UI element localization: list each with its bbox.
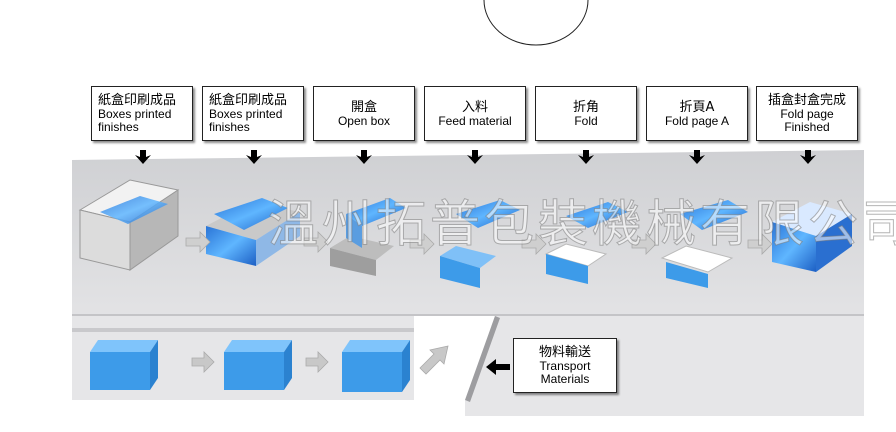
lower-arrow-1 [191,351,215,373]
down-arrow-7 [800,150,816,164]
transport-materials-label: 物料輸送 Transport Materials [513,338,617,393]
flow-arrow-2 [303,231,329,253]
step-7-zh: 插盒封盒完成 [767,93,846,108]
step-4-zh: 入料 [461,99,488,115]
step-label-4: 入料 Feed material [424,86,526,141]
lower-belt-bottom-edge [72,400,465,410]
down-arrow-4 [467,150,483,164]
step-3-zh: 開盒 [350,99,377,115]
flow-arrow-5 [631,233,657,255]
lower-arrow-2 [305,351,329,373]
stage-5-fold [544,202,628,284]
step-2-en1: Boxes printed [209,107,283,121]
material-block-2 [224,340,292,390]
lower-arrow-3 [419,345,449,375]
step-5-en1: Fold [574,113,598,128]
step-6-zh: 折頁A [679,99,715,115]
down-arrow-5 [578,150,594,164]
step-down-arrows [135,150,816,164]
stage-4-feed-material [440,200,520,288]
stage-2-printed-box [206,198,300,266]
stage-6-fold-page-a [660,200,748,288]
stage-1-box-stack [78,179,180,271]
flow-arrow-1 [185,231,211,253]
step-label-5: 折角 Fold [535,86,637,141]
flow-arrow-6 [747,233,773,255]
top-circle-outline [483,0,589,46]
step-label-6: 折頁A Fold page A [646,86,748,141]
step-1-en1: Boxes printed [98,107,172,121]
flow-arrow-4 [521,233,547,255]
upper-conveyor [72,150,864,326]
step-label-3: 開盒 Open box [313,86,415,141]
material-block-1 [90,340,158,390]
step-label-7: 插盒封盒完成 Fold page Finished [756,86,858,141]
flow-arrow-3 [409,233,435,255]
down-arrow-3 [356,150,372,164]
upper-flow-arrows [185,231,773,255]
down-arrow-1 [135,150,151,164]
step-label-2: 紙盒印刷成品 Boxes printed finishes [202,86,304,141]
step-5-zh: 折角 [572,99,599,115]
step-6-en1: Fold page A [664,113,730,128]
conveyor-diagonal-edge [465,316,500,402]
transport-en2: Materials [540,372,590,386]
transport-zh: 物料輸送 [538,345,591,360]
step-7-en2: Finished [784,120,830,134]
step-2-en2: finishes [209,120,250,134]
step-4-en1: Feed material [438,113,512,128]
step-1-zh: 紙盒印刷成品 [98,93,177,108]
lower-belt-strip [72,328,414,332]
step-2-zh: 紙盒印刷成品 [209,93,288,108]
conveyor-divider-shadow [414,316,495,400]
lower-flow-arrows [191,345,449,375]
stage-7-finished-box [772,202,852,272]
step-label-1: 紙盒印刷成品 Boxes printed finishes [91,86,193,141]
down-arrow-6 [689,150,705,164]
step-3-en1: Open box [337,113,391,128]
transport-pointer-arrow [486,359,510,375]
step-1-en2: finishes [98,120,139,134]
stage-3-open-box [330,198,406,276]
material-block-3 [342,340,410,392]
step-7-en1: Fold page [780,107,834,121]
down-arrow-2 [246,150,262,164]
transport-en1: Transport [539,359,591,373]
